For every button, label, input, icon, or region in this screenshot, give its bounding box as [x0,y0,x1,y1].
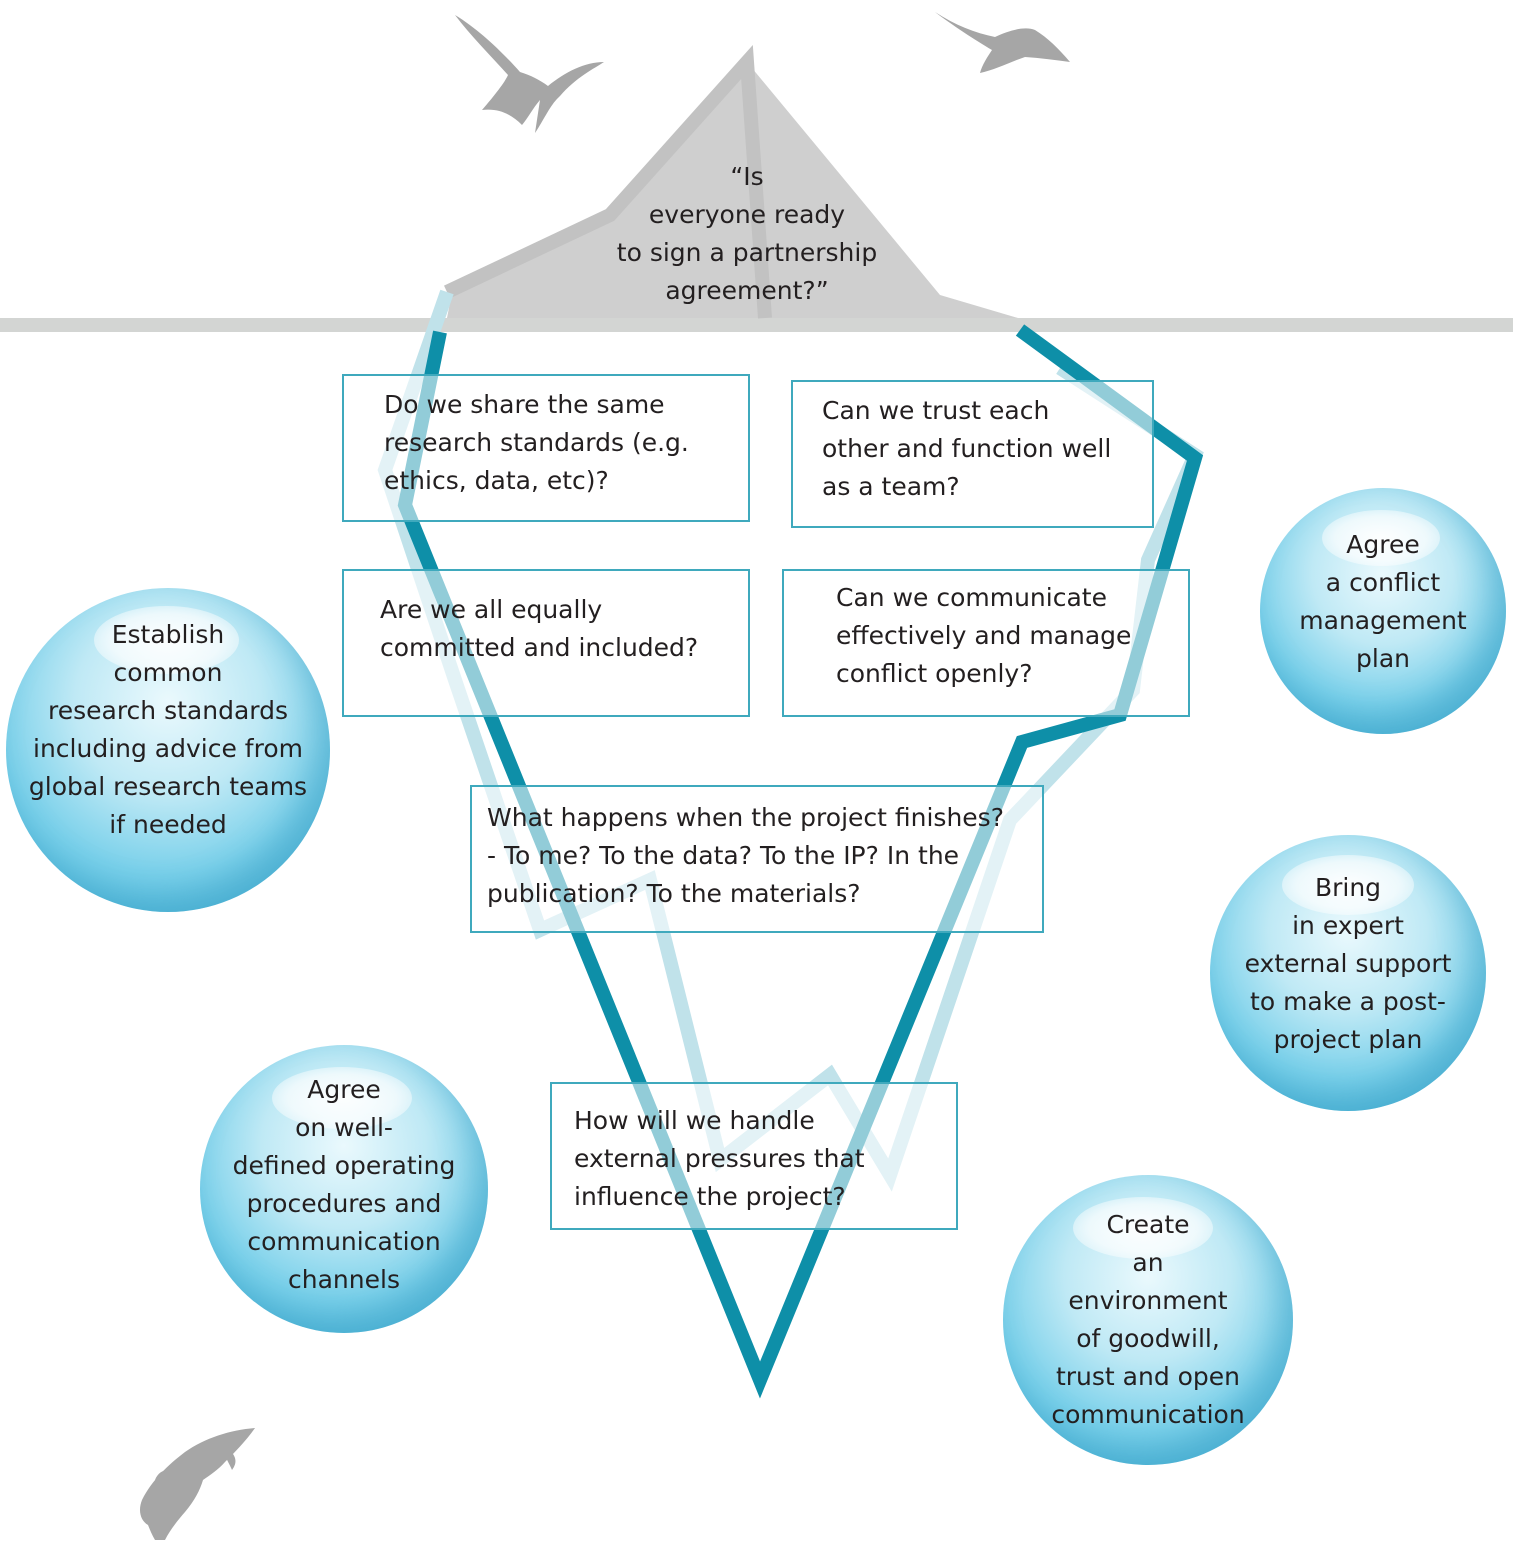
bubble-line: including advice from [33,734,303,763]
bubble-line: plan [1356,644,1410,673]
bubble-line: common [113,658,223,687]
bubble-text: Agree on well- defined operating procedu… [200,1071,488,1299]
bubble-highlight [272,1067,412,1129]
bubble-text: Agree a conflict management plan [1260,526,1506,678]
question-line: - To me? To the data? To the IP? In the [487,841,960,870]
question-line: research standards (e.g. [384,428,689,457]
bubble-line: project plan [1273,1025,1423,1054]
fish-icon [140,1428,255,1540]
solution-bubble-conflict-plan: Agree a conflict management plan [1260,488,1506,734]
question-box-trust: Can we trust each other and function wel… [791,380,1154,528]
bubble-line: Create [1106,1210,1190,1239]
bubble-highlight [94,606,239,674]
iceberg-tip-ridge [444,45,772,319]
bubble-line: management [1299,606,1467,635]
question-line: other and function well [822,434,1112,463]
peak-question-line: everyone ready [648,200,846,229]
bird-icon [455,15,604,133]
peak-question-line: agreement?” [665,276,829,305]
bubble-line: procedures and [246,1189,442,1218]
bubble-line: Establish [111,620,225,649]
question-line: effectively and manage [836,621,1132,650]
bubble-text: Create an environment of goodwill, trust… [1003,1206,1293,1434]
question-line: committed and included? [380,633,699,662]
bubble-line: global research teams [28,772,308,801]
bubble-line: if needed [109,810,227,839]
question-box-external-pressures: How will we handle external pressures th… [550,1082,958,1230]
solution-bubble-goodwill: Create an environment of goodwill, trust… [1003,1175,1293,1465]
question-line: publication? To the materials? [487,879,861,908]
bubble-line: on well- [295,1113,393,1142]
bubble-highlight [1073,1197,1213,1259]
bubble-line: Agree [1346,530,1420,559]
question-line: Are we all equally [380,595,603,624]
waterline [0,318,1513,332]
iceberg-tip [447,62,1018,318]
question-line: How will we handle [574,1106,815,1135]
bubble-line: Agree [307,1075,381,1104]
bubble-line: communication [247,1227,441,1256]
solution-bubble-operating-procedures: Agree on well- defined operating procedu… [200,1045,488,1333]
question-line: ethics, data, etc)? [384,466,609,495]
bubble-text: Establish common research standards incl… [6,616,330,844]
bird-icon [935,12,1070,73]
bubble-line: a conflict [1325,568,1441,597]
question-line: external pressures that [574,1144,865,1173]
bubble-highlight [1282,855,1414,915]
question-line: Can we communicate [836,583,1107,612]
bubble-line: Bring [1314,873,1382,902]
question-line: influence the project? [574,1182,846,1211]
question-line: conflict openly? [836,659,1033,688]
solution-bubble-expert-support: Bring in expert external support to make… [1210,835,1486,1111]
question-box-communication: Can we communicate effectively and manag… [782,569,1190,717]
solution-bubble-research-standards: Establish common research standards incl… [6,588,330,912]
bubble-text: Bring in expert external support to make… [1210,869,1486,1059]
question-box-project-end: What happens when the project finishes? … [470,785,1044,933]
bubble-line: external support [1244,949,1452,978]
peak-question-line: to sign a partnership [616,238,878,267]
peak-question: “Is everyone ready to sign a partnership… [560,158,934,310]
bubble-line: defined operating [232,1151,456,1180]
bubble-line: research standards [47,696,288,725]
bubble-line: to make a post- [1250,987,1446,1016]
question-box-research-standards: Do we share the same research standards … [342,374,750,522]
question-box-commitment: Are we all equally committed and include… [342,569,750,717]
bubble-line: in expert [1292,911,1404,940]
bubble-line: channels [288,1265,400,1294]
bubble-line: environment [1068,1286,1228,1315]
question-line: What happens when the project finishes? [487,803,1004,832]
bubble-highlight [1322,510,1440,566]
iceberg-outline [397,324,1204,1399]
bubble-line: communication [1051,1400,1245,1429]
question-line: Can we trust each [822,396,1050,425]
bubble-line: an [1132,1248,1164,1277]
bubble-line: of goodwill, [1076,1324,1220,1353]
question-line: Do we share the same [384,390,665,419]
peak-question-line: “Is [730,162,764,191]
question-line: as a team? [822,472,960,501]
bubble-line: trust and open [1055,1362,1241,1391]
